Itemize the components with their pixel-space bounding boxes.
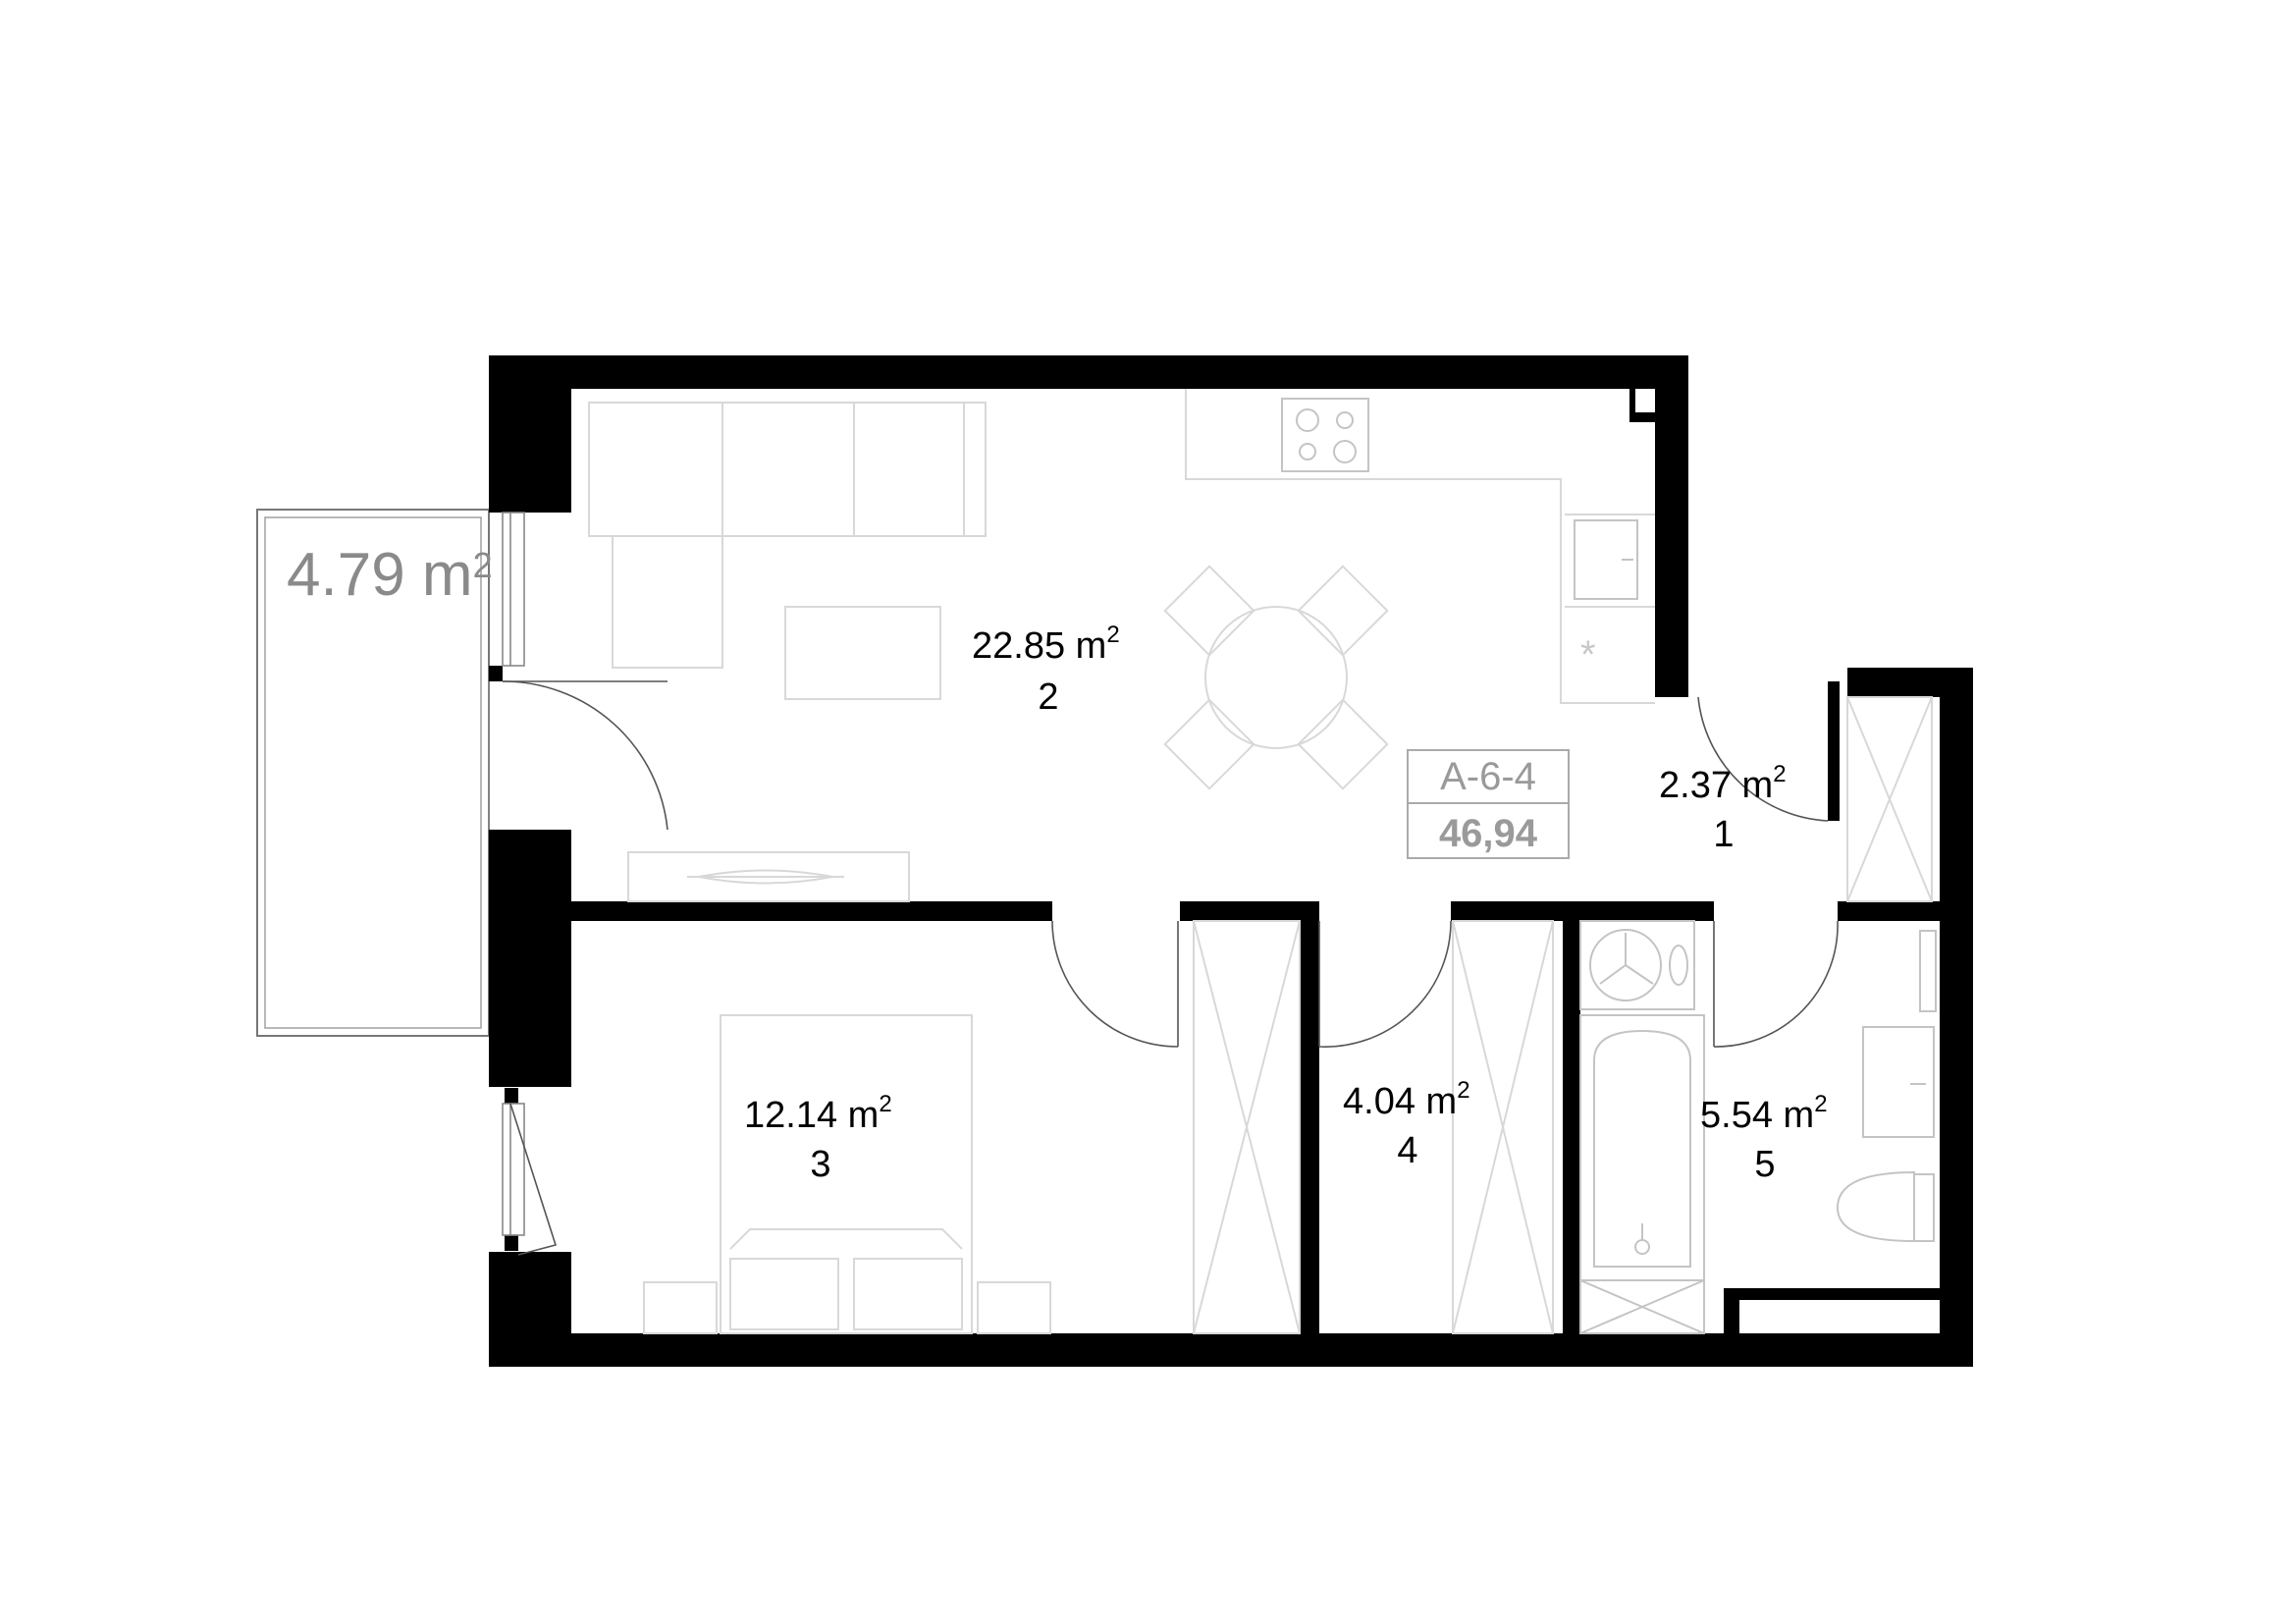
room-2-number: 2 (1038, 676, 1058, 718)
room-label-1: 2.37 m2 1 (1659, 761, 1787, 855)
apartment-total-area: 46,94 (1439, 812, 1538, 855)
bathtub-icon (1579, 1014, 1705, 1334)
washbasin-icon (1862, 1026, 1935, 1138)
room-label-5: 5.54 m2 5 (1700, 1091, 1828, 1185)
bed (720, 1014, 973, 1334)
balcony-area-label: 4.79 m2 (287, 541, 493, 609)
window-frames (488, 512, 525, 1236)
balcony: 4.79 m2 (256, 509, 493, 1037)
room-5-area: 5.54 m2 (1700, 1091, 1828, 1136)
doors (502, 680, 1839, 1256)
room-2-area: 22.85 m2 (972, 622, 1120, 667)
room-label-2: 22.85 m2 2 (972, 622, 1120, 718)
washing-machine-icon (1579, 920, 1695, 1010)
room-1-number: 1 (1713, 814, 1734, 855)
room-3-area: 12.14 m2 (744, 1091, 892, 1136)
room-label-3: 12.14 m2 3 (744, 1091, 892, 1185)
dining-set (1163, 565, 1389, 790)
room-3-number: 3 (810, 1144, 830, 1185)
toilet-icon (1836, 1170, 1935, 1243)
kitchen-sink-icon (1574, 519, 1638, 600)
room-5-number: 5 (1754, 1144, 1775, 1185)
fridge-asterisk-icon: * (1580, 633, 1596, 676)
room-4-number: 4 (1397, 1130, 1417, 1171)
apartment-code: A-6-4 (1440, 755, 1536, 798)
furniture: * (588, 389, 1937, 1334)
room-label-4: 4.04 m2 4 (1343, 1077, 1470, 1171)
hob-icon (1281, 398, 1369, 472)
apartment-badge: A-6-4 46,94 (1407, 749, 1570, 859)
walls (489, 355, 1973, 1367)
room-4-area: 4.04 m2 (1343, 1077, 1470, 1122)
room-1-area: 2.37 m2 (1659, 761, 1787, 806)
